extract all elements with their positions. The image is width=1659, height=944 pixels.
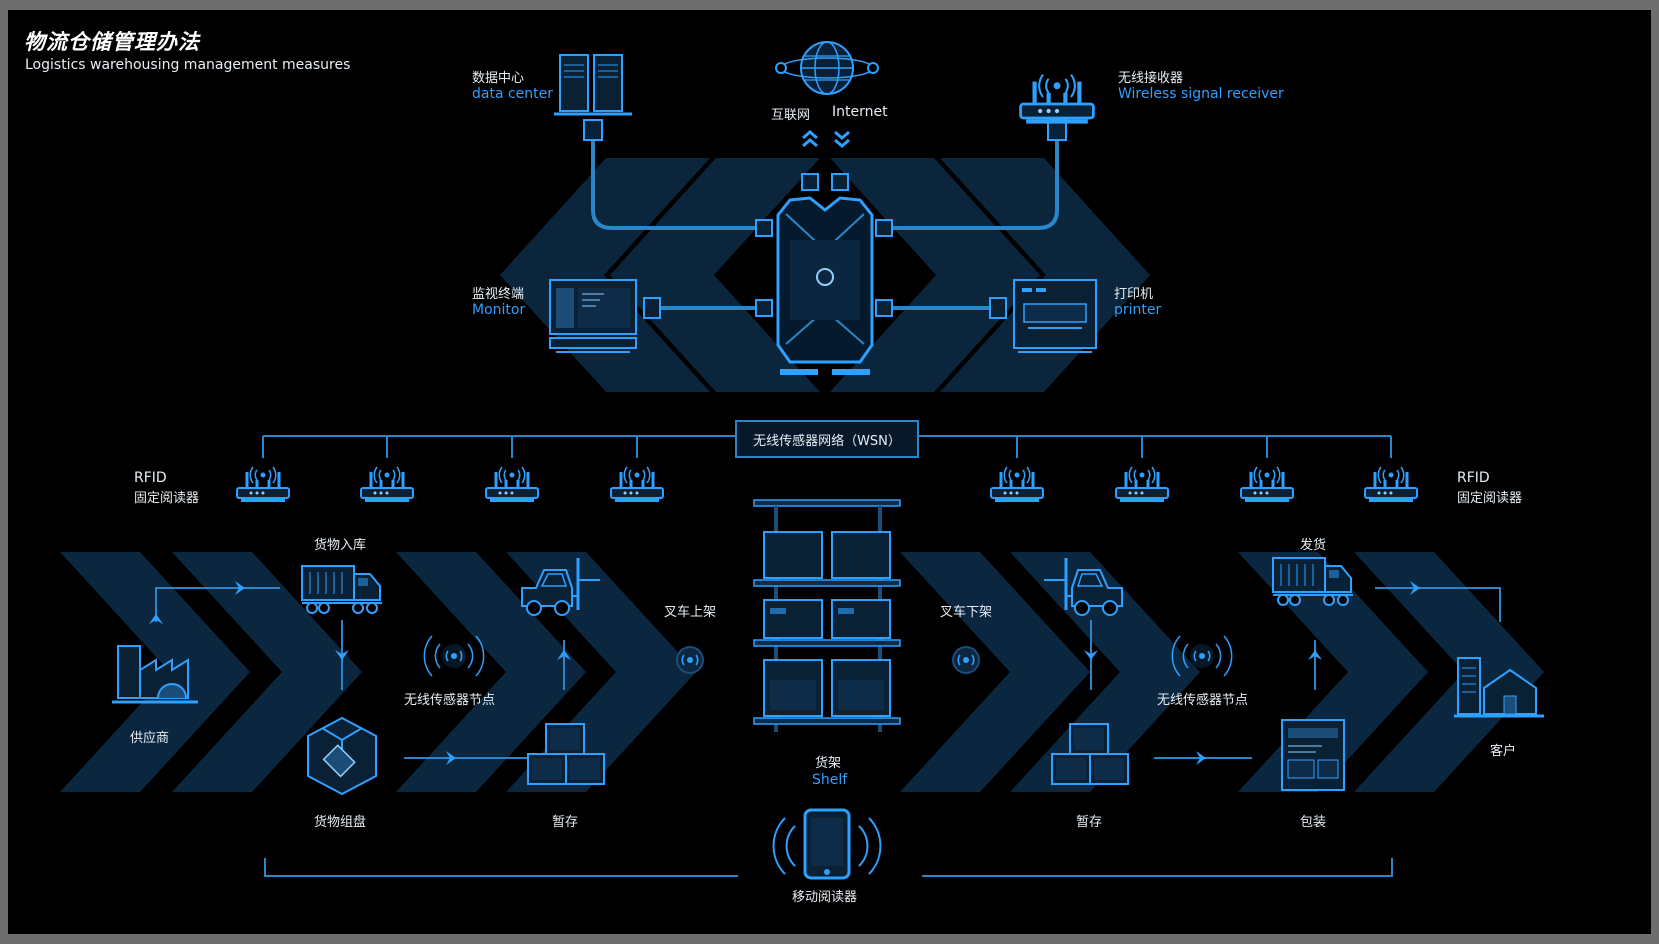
network-cables [591,140,1059,310]
data-center-label-en: data center [472,86,554,102]
temp-storage-left-label: 暂存 [552,815,579,830]
monitor-icon [549,279,637,353]
rfid-right-label-cn: 固定阅读器 [1457,491,1523,506]
forklift-down-label: 叉车下架 [940,605,993,620]
shelf-label-en: Shelf [812,772,848,788]
temp-storage-right-label: 暂存 [1076,815,1103,830]
sensor-node-left-label: 无线传感器节点 [404,693,496,708]
page-subtitle: Logistics warehousing management measure… [25,57,351,73]
factory-icon [112,645,198,704]
router-icon [1021,75,1094,124]
monitor-label: 监视终端 [472,287,525,302]
printer-label: 打印机 [1114,287,1154,302]
internet-label-en: Internet [832,104,888,120]
wireless-receiver-label: 无线接收器 [1118,71,1184,86]
sensor-node-icon [676,646,704,674]
ship-label: 发货 [1300,538,1327,553]
monitor-label-en: Monitor [472,302,526,318]
supplier-label: 供应商 [130,731,170,746]
printer-icon [1013,279,1097,353]
house-icon [1454,657,1544,718]
internet-up-down-arrows [802,130,850,148]
sensor-node-icon [952,646,980,674]
mobile-reader-label: 移动阅读器 [792,890,858,905]
rfid-reader-icons [235,465,1419,504]
sensor-node-right-label: 无线传感器节点 [1157,693,1249,708]
internet-label: 互联网 [771,108,811,123]
sensor-node-icon [423,635,485,677]
globe-icon [775,41,879,95]
wireless-receiver-label-en: Wireless signal receiver [1118,86,1284,102]
data-center-label: 数据中心 [472,71,525,86]
wsn-box: 无线传感器网络（WSN） [735,420,919,458]
server-icon [554,54,632,116]
tablet-icon [772,808,882,880]
goods-assembly-icon [307,716,377,796]
sensor-node-icon [1171,635,1233,677]
shelf-label: 货架 [815,756,842,771]
customer-label: 客户 [1490,744,1517,759]
shelf-icon [753,499,901,732]
goods-in-label: 货物入库 [314,538,367,553]
goods-assembly-label: 货物组盘 [314,815,367,830]
truck-icon [301,565,383,614]
hub-device-icon [776,196,874,375]
rfid-left-label-cn: 固定阅读器 [134,491,200,506]
rfid-left-label: RFID [134,470,167,486]
page-title: 物流仓储管理办法 [24,30,200,54]
forklift-up-label: 叉车上架 [664,605,717,620]
rfid-right-label: RFID [1457,470,1490,486]
packaging-label: 包装 [1300,815,1327,830]
wsn-tree-lines [262,435,1392,458]
printer-label-en: printer [1114,302,1162,318]
package-document-icon [1281,719,1345,791]
